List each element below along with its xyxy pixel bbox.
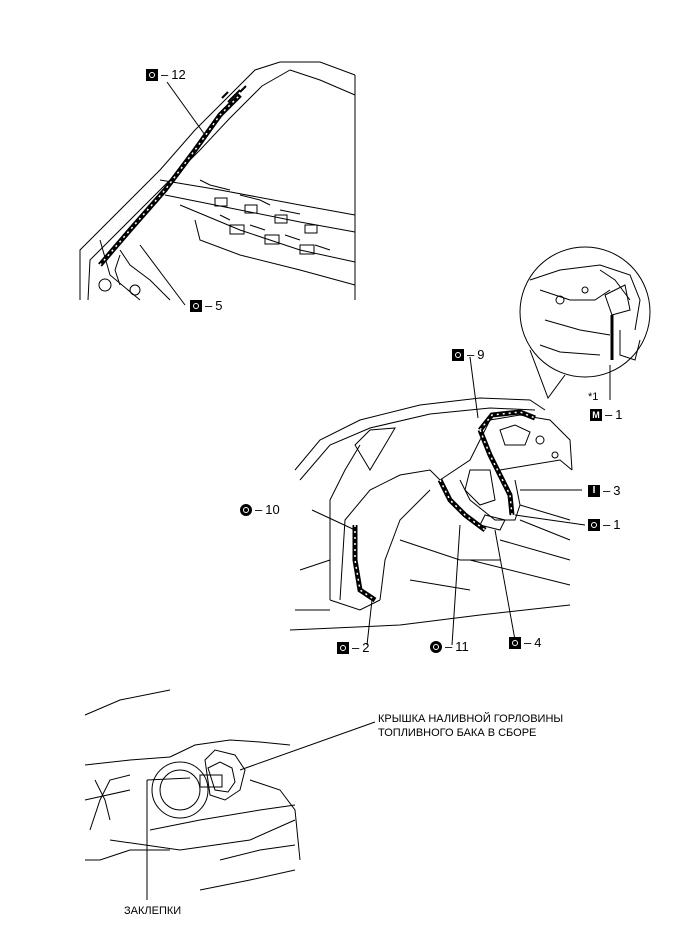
callout-5: – 5 [190, 299, 222, 313]
m-symbol-icon [590, 409, 602, 421]
sealer-icon [588, 519, 600, 531]
callout-number: 2 [362, 640, 370, 655]
callout-number: 1 [615, 407, 623, 422]
sealer-icon [452, 349, 464, 361]
dash: – [467, 347, 475, 362]
fuel-lid-drawing [84, 689, 301, 891]
callout-9: – 9 [452, 348, 484, 362]
quarter-panel-drawing [289, 397, 573, 631]
callout-10: – 10 [240, 503, 280, 517]
fuel-lid-label-line2: ТОПЛИВНОГО БАКА В СБОРЕ [378, 727, 537, 739]
sealer-icon [337, 642, 349, 654]
rivets-label: ЗАКЛЕПКИ [124, 905, 182, 917]
callout-number: 12 [171, 67, 186, 82]
sealer-icon [146, 69, 158, 81]
dash: – [352, 640, 360, 655]
callout-number: 4 [534, 635, 542, 650]
star-note: *1 [588, 391, 599, 403]
callout-11: – 11 [430, 640, 469, 654]
circle-sealer-icon [240, 504, 252, 516]
dash: – [205, 298, 213, 313]
callout-4: – 4 [509, 636, 541, 650]
callout-number: 11 [455, 639, 469, 654]
sealer-icon [509, 637, 521, 649]
i-symbol-icon [588, 485, 600, 497]
callout-number: 1 [613, 517, 621, 532]
dash: – [605, 407, 613, 422]
callout-number: 5 [215, 298, 223, 313]
dash: – [161, 67, 169, 82]
dash: – [524, 635, 532, 650]
callout-m1: – 1 [590, 408, 622, 422]
top-view-drawing [79, 61, 356, 301]
dash: – [255, 502, 263, 517]
callout-2: – 2 [337, 641, 369, 655]
sealer-icon [190, 300, 202, 312]
callout-number: 9 [477, 347, 485, 362]
dash: – [603, 517, 611, 532]
callout-12: – 12 [146, 68, 186, 82]
callout-number: 10 [265, 502, 280, 517]
callout-3: – 3 [588, 484, 620, 498]
fuel-lid-label-line1: КРЫШКА НАЛИВНОЙ ГОРЛОВИНЫ [378, 713, 564, 725]
dash: – [445, 639, 453, 654]
circle-sealer-icon [430, 641, 442, 653]
callout-1: – 1 [588, 518, 620, 532]
detail-circle [519, 246, 651, 378]
callout-number: 3 [613, 483, 621, 498]
dash: – [603, 483, 611, 498]
